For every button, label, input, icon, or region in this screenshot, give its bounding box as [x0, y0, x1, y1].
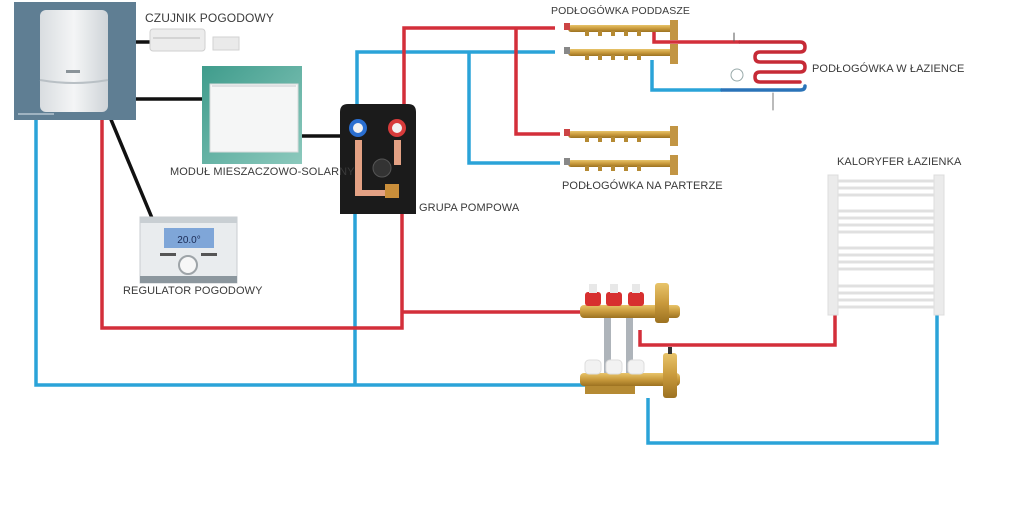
label-weather-controller: REGULATOR POGODOWY [123, 285, 263, 297]
return-pipe-to-ground-floor [467, 52, 560, 165]
return-pipe-bathroom-loop [650, 60, 722, 92]
control-module-icon [202, 66, 302, 164]
gas-boiler-icon [14, 2, 136, 120]
label-ground-floor-heating: PODŁOGÓWKA NA PARTERZE [562, 180, 723, 192]
label-pump-group: GRUPA POMPOWA [419, 202, 520, 214]
thermostat-icon [139, 216, 238, 284]
supply-pipe-boiler-main [100, 118, 404, 330]
pump-station-icon [340, 104, 416, 214]
controller-temperature: 20.0° [177, 235, 200, 246]
return-pipes [34, 50, 939, 445]
label-mixing-solar-module: MODUŁ MIESZACZOWO-SOLARNY [170, 166, 355, 178]
label-weather-sensor: CZUJNIK POGODOWY [145, 11, 274, 25]
supply-pipe-radiator [638, 315, 837, 347]
label-bathroom-radiator: KALORYFER ŁAZIENKA [837, 156, 962, 168]
return-pipe-radiator [646, 315, 939, 445]
return-pipe-pump-riser [355, 50, 555, 108]
return-pipe-boiler-main [34, 118, 586, 387]
label-bathroom-floor-heating: PODŁOGÓWKA W ŁAZIENCE [812, 63, 965, 75]
label-attic-floor-heating: PODŁOGÓWKA PODDASZE [551, 5, 691, 17]
supply-pipe-bathroom-loop [652, 32, 740, 44]
manifold-icon [580, 283, 680, 398]
outdoor-sensor-icon [149, 28, 240, 52]
supply-pipe-to-ground-floor [514, 28, 560, 136]
floor-heating-coil-icon [720, 32, 807, 111]
manifold-icon [564, 20, 678, 64]
supply-pipes [100, 26, 837, 347]
supply-pipe-pump-riser [402, 26, 555, 108]
wire-boiler-controller [105, 109, 154, 219]
towel-radiator-icon [827, 174, 945, 316]
manifold-icon [564, 126, 678, 175]
